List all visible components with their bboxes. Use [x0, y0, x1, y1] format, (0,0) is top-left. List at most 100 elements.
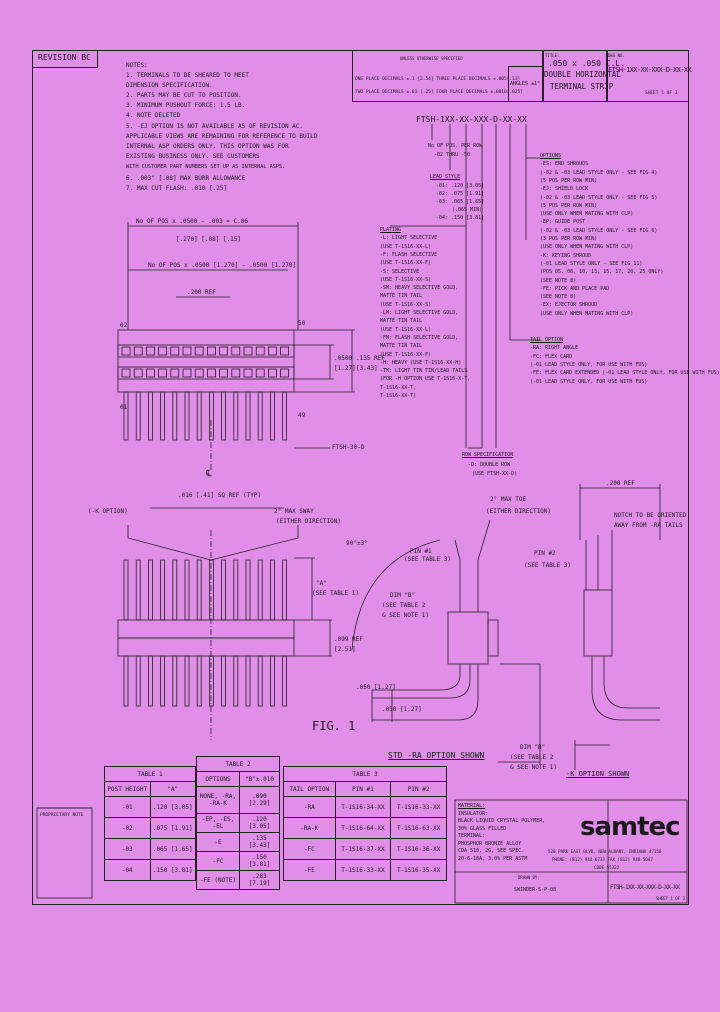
pin-tail [282, 655, 288, 707]
table-row: -E.135 [3.43] [196, 832, 280, 852]
centerline-front: ℄ [206, 469, 212, 479]
lead-item: -03: .065 [1.65] [436, 199, 485, 205]
drawn-label: DRAWN BY: [518, 875, 540, 880]
pin-pad [170, 368, 180, 378]
options-line: (USE ONLY WHEN MATING WITH CLP) [540, 211, 634, 218]
plating-line: -L: LIGHT SELECTIVE [380, 235, 438, 242]
pin-tail [208, 655, 214, 707]
table-cell: T-1S16-64-XX [334, 817, 392, 839]
table-2: TABLE 2 OPTIONS"B"±.010 NONE, -RA, -RA-K… [196, 756, 280, 890]
row-spec-item: (USE FTSH-XX-D) [472, 471, 518, 477]
table-cell: T-1S16-34-XX [334, 796, 392, 818]
k-dim-b: DIM "B" [520, 744, 546, 751]
company-phone: PHONE: (812) 944-6733 FAX (812) 948-5047 [552, 857, 653, 862]
note-line: 1. TERMINALS TO BE SHEARED TO MEET [126, 72, 249, 79]
pin-tail [233, 391, 239, 441]
company-address: 520 PARK EAST BLVD, NEW ALBANY, INDIANA … [548, 849, 662, 854]
dim-135: .135 REF [356, 355, 385, 362]
plating-line: -TM: LIGHT TIN TIN/LEAD TAILS [380, 368, 468, 375]
material-line: INSULATOR: [458, 810, 489, 817]
pin-tail [172, 655, 178, 707]
pin-post [233, 559, 239, 621]
pin-post [135, 559, 141, 621]
title-box [542, 50, 608, 102]
dim-0500-mm: [1.27] [334, 365, 356, 372]
pin-pad [243, 346, 253, 356]
see-table-1: (SEE TABLE 1) [312, 590, 359, 597]
table-cell: .090 [2.29] [239, 786, 280, 814]
plating-line: -FM: FLASH SELECTIVE GOLD, [380, 334, 459, 341]
lead-item: -02: .075 [1.91] [436, 191, 485, 197]
table-row: -02.075 [1.91] [104, 817, 196, 839]
options-line: (SEE NOTE 8) [540, 277, 577, 284]
pin-pad [206, 368, 216, 378]
proprietary-note: PROPRIETARY NOTE [40, 813, 84, 818]
plating-line: MATTE TIN TAIL [380, 318, 423, 325]
plating-line: (USE T-1S16-XX-S) [380, 276, 432, 283]
sway-label: 2° MAX SWAY [274, 508, 314, 515]
k-caption: -K OPTION SHOWN [566, 770, 630, 778]
pin-post [245, 559, 251, 621]
row-spec-item: -D: DOUBLE ROW [468, 462, 511, 468]
title-label: TITLE: [545, 53, 560, 58]
options-line: (USE ONLY WHEN MATING WITH CLP) [540, 244, 634, 251]
unless-label: UNLESS OTHERWISE SPECIFIED [400, 56, 463, 61]
pin-post [123, 559, 129, 621]
material-line: PHOSPHOR BRONZE ALLOY [458, 840, 522, 847]
ra-toe: 2° MAX TOE [490, 496, 527, 503]
table-cell: -FE [283, 859, 336, 881]
material-line: 30% GLASS FILLED [458, 825, 507, 832]
options-line: (-02 & -03 LEAD STYLE ONLY - SEE FIG 5) [540, 194, 658, 201]
label-02: 02 [120, 322, 128, 329]
pin-pad [267, 368, 277, 378]
sheet-label: SHEET 1 OF 3 [645, 91, 678, 96]
dim-135-mm: [3.43] [356, 365, 378, 372]
table-row: -04.150 [3.81] [104, 859, 196, 881]
options-line: (SEE NOTE 8) [540, 294, 577, 301]
tail-line: (-01 LEAD STYLE ONLY, FOR USE WITH FUS) [530, 378, 648, 385]
options-line: (3 POS PER ROW MIN) [540, 236, 598, 242]
pin-tail [257, 391, 263, 441]
plating-line: (USE T-1S16-XX-L) [380, 326, 432, 333]
dwgno-box [606, 50, 689, 102]
note-line: 5. -EJ OPTION IS NOT AVAILABLE AS OF REV… [126, 123, 304, 130]
pin-tail [196, 391, 202, 441]
options-line: -K: KEYING SHROUD [540, 252, 592, 259]
pin-pad [243, 368, 253, 378]
options-line: (-01 LEAD STYLE ONLY - SEE FIG 11) [540, 260, 643, 267]
pin-tail [172, 391, 178, 441]
title-line-1: .050 x .050 C.L. [548, 59, 626, 68]
table-1-header: POST HEIGHT [104, 781, 151, 797]
plating-line: (FOR -H OPTION USE T-1S16-X-T, [380, 376, 471, 383]
options-line: -FE: PICK AND PLACE PAD [540, 285, 610, 292]
pin-pad [133, 368, 143, 378]
k-option-label: (-K OPTION) [88, 508, 128, 515]
table-cell: T-1S16-63-XX [390, 817, 447, 839]
table-3-header: PIN #2 [390, 781, 447, 797]
table-cell: -01 [104, 796, 151, 818]
ra-angle: 90°±3° [346, 540, 368, 547]
pin-pad [231, 368, 241, 378]
pin-post [147, 559, 153, 621]
table-row: -03.065 [1.65] [104, 838, 196, 860]
table-cell: -04 [104, 859, 151, 881]
table-cell: NONE, -RA, -RA-K [196, 786, 240, 814]
front-dim-b: No OF POS x .0500 [1.270] - .0500 [1.270… [148, 262, 297, 269]
ra-caption: STD -RA OPTION SHOWN [388, 751, 485, 760]
options-line: (POS 05, 06, 10, 13, 15, 17, 20, 25 ONLY… [540, 269, 664, 276]
pin-pad [280, 368, 290, 378]
dwgno-value: FTSH-1XX-XX-XXX-D-XX-XX [608, 66, 692, 74]
plating-line: T-1S16-XX-T) [380, 393, 417, 399]
plating-line: -SM: HEAVY SELECTIVE GOLD, [380, 285, 459, 292]
table-cell: -FE (NOTE) [196, 870, 240, 890]
plating-line: T-1S16-XX-T, [380, 384, 417, 391]
label-50: 50 [298, 320, 306, 327]
table-cell: .075 [1.91] [149, 817, 196, 839]
ra-pin1-table: (SEE TABLE 3) [404, 556, 451, 563]
pin-tail [233, 655, 239, 707]
pin-post [269, 559, 275, 621]
ra-see-note-1: & SEE NOTE 1) [382, 612, 429, 619]
note-line: APPLICABLE VIEWS ARE REMAINING FOR REFER… [126, 133, 318, 140]
